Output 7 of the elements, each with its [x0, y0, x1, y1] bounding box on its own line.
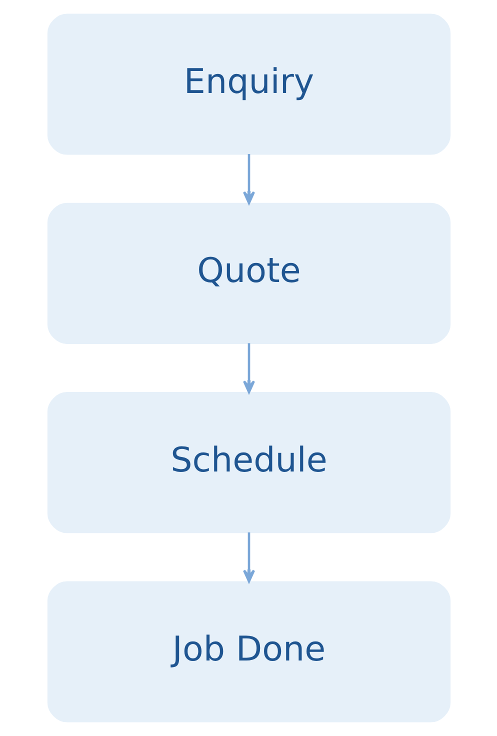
- arrow: [242, 154, 255, 204]
- arrow: [242, 343, 255, 394]
- arrow: [242, 532, 255, 583]
- node-box: Quote: [46, 202, 450, 344]
- node-box: Schedule: [46, 392, 450, 534]
- node-box: Job Done: [46, 581, 450, 722]
- node-box: Enquiry: [46, 14, 450, 155]
